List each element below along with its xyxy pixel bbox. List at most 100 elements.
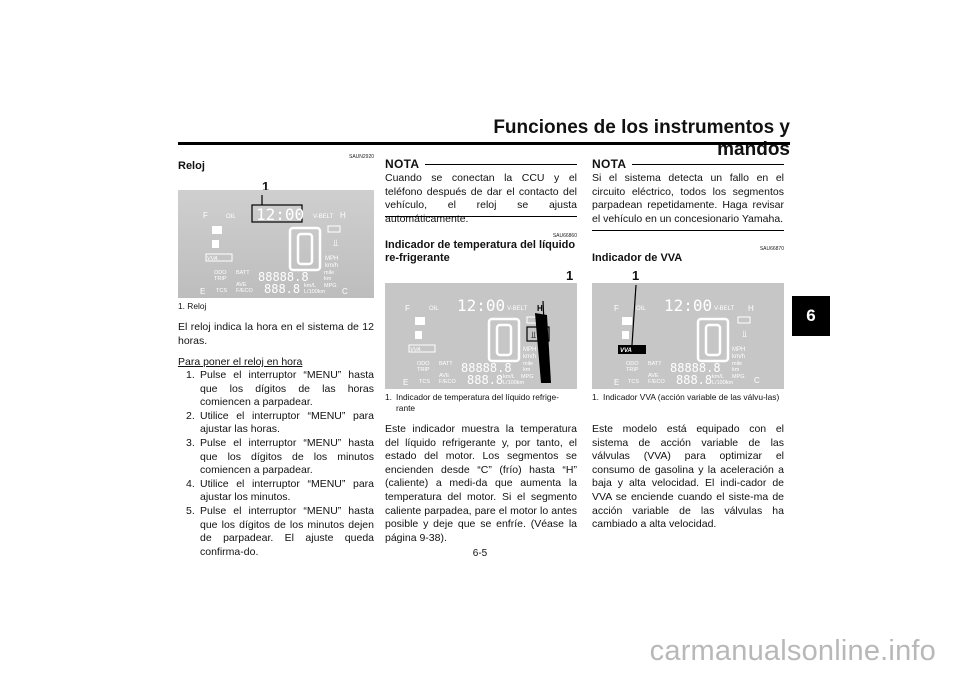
trip-label: TRIP	[214, 276, 227, 282]
nota-rule-bottom	[592, 230, 784, 231]
coolant-temp-icon: ⫫	[530, 330, 536, 340]
fuel-empty-label: E	[200, 287, 205, 296]
vva-indicator	[205, 253, 233, 262]
kmh-label: km/h	[732, 354, 745, 360]
vva-indicator	[408, 344, 436, 353]
fuel-empty-label: E	[403, 378, 408, 387]
mile-label: mile	[732, 361, 742, 367]
odo-label: ODO	[214, 270, 227, 276]
vva-indicator-label: VVA	[207, 256, 218, 262]
section-code: SAU66870	[759, 246, 784, 252]
economy-digits: 888.8	[264, 282, 300, 296]
mile-label: mile	[324, 270, 334, 276]
mpg-label: MPG	[521, 374, 534, 380]
coolant-highlight-box	[526, 326, 550, 342]
clock-digits: 12:00	[256, 205, 304, 224]
feco-label: F/ECO	[236, 288, 254, 294]
mph-label: MPH	[523, 347, 536, 353]
l100km-label: L/100km	[712, 380, 734, 386]
mph-label: MPH	[732, 347, 745, 353]
clock-digits: 12:00	[664, 296, 712, 315]
temp-hot-label: H	[537, 304, 543, 313]
fuel-pump-icon	[415, 331, 422, 339]
oil-label: OIL	[636, 306, 646, 312]
abs-icon	[212, 226, 222, 234]
km-label: km	[324, 276, 332, 282]
dashboard-figure-coolant: 12:00 F OIL V-BELT H ⫫ MPH km/h VVA ODO …	[385, 283, 577, 389]
kmh-label: km/h	[325, 263, 338, 269]
fuel-pump-icon	[212, 240, 219, 248]
list-item: 2.Utilice el interruptor “MENU” para aju…	[186, 409, 374, 436]
nota-rule-top	[632, 164, 784, 165]
nota-rule-bottom	[385, 216, 577, 217]
vva-indicator-label: VVA	[620, 348, 632, 354]
l100km-label: L/100km	[503, 380, 525, 386]
odo-label: ODO	[626, 361, 639, 367]
temp-cold-label: C	[754, 376, 760, 385]
kml-label: km/L	[503, 374, 515, 380]
vbelt-label: V-BELT	[714, 306, 735, 312]
clock-highlight-box	[251, 204, 303, 223]
trip-label: TRIP	[626, 367, 639, 373]
section-code: SAU66860	[552, 233, 577, 239]
fuel-full-label: F	[405, 304, 410, 313]
ave-label: AVE	[236, 282, 247, 288]
ave-label: AVE	[648, 373, 659, 379]
trip-label: TRIP	[417, 367, 430, 373]
dashboard-panel	[178, 190, 374, 298]
subheading-set-clock: Para poner el reloj en hora	[178, 356, 303, 368]
temp-cold-label: C	[342, 287, 348, 296]
nota-label-right: NOTA	[592, 157, 627, 171]
nota-text-middle: Cuando se conectan la CCU y el teléfono …	[385, 172, 577, 225]
feco-label: F/ECO	[439, 379, 457, 385]
vva-indicator-label: VVA	[410, 347, 421, 353]
list-item: 4.Utilice el interruptor “MENU” para aju…	[186, 477, 374, 504]
kml-label: km/L	[304, 283, 316, 289]
chapter-tab: 6	[792, 296, 830, 336]
page-number: 6-5	[472, 548, 488, 559]
abs-icon	[622, 317, 632, 325]
paragraph-coolant: Este indicador muestra la temperatura de…	[385, 423, 577, 544]
km-label: km	[732, 367, 740, 373]
oil-label: OIL	[429, 306, 439, 312]
vva-indicator-lit	[618, 345, 646, 354]
callout-leader-line	[542, 300, 546, 346]
coolant-temp-bar	[535, 313, 551, 383]
speed-digit-inner	[704, 323, 722, 357]
nota-label-middle: NOTA	[385, 157, 420, 171]
fuel-full-label: F	[614, 304, 619, 313]
section-heading-reloj: Reloj	[178, 160, 205, 172]
list-item: 1.Pulse el interruptor “MENU” hasta que …	[186, 369, 374, 409]
batt-label: BATT	[648, 361, 662, 367]
batt-label: BATT	[439, 361, 453, 367]
header-rule	[178, 142, 790, 145]
speed-digit-outline	[288, 226, 322, 272]
abs-icon	[415, 317, 425, 325]
nota-text-right: Si el sistema detecta un fallo en el cir…	[592, 172, 784, 225]
dashboard-figure-clock: 12:00 F OIL V-BELT H ⫫ MPH km/h VVA ODO …	[178, 190, 374, 298]
figure-caption-reloj: 1. Reloj	[178, 301, 207, 311]
clock-digits: 12:00	[457, 296, 505, 315]
economy-digits: 888.8	[676, 373, 712, 387]
watermark-text: carmanualsonline.info	[649, 635, 936, 667]
economy-digits: 888.8	[467, 373, 503, 387]
battery-icon	[737, 316, 751, 324]
figure-callout-number: 1	[632, 268, 640, 283]
mph-label: MPH	[325, 256, 338, 262]
figure-caption-coolant: 1. Indicador de temperatura del líquido …	[385, 392, 559, 413]
odometer-digits: 88888.8	[670, 361, 721, 375]
batt-label: BATT	[236, 270, 250, 276]
odometer-digits: 88888.8	[461, 361, 512, 375]
l100km-label: L/100km	[304, 289, 326, 295]
coolant-temp-icon: ⫫	[741, 329, 747, 339]
figure-caption-vva: 1. Indicador VVA (acción variable de las…	[592, 392, 780, 402]
callout-leader-line	[631, 284, 637, 346]
section-heading-vva: Indicador de VVA	[592, 252, 683, 264]
fuel-empty-label: E	[614, 378, 619, 387]
feco-label: F/ECO	[648, 379, 666, 385]
steps-list: 1.Pulse el interruptor “MENU” hasta que …	[186, 369, 374, 559]
temp-cold-label: C	[541, 376, 547, 385]
paragraph-reloj: El reloj indica la hora en el sistema de…	[178, 321, 374, 347]
list-item: 5.Pulse el interruptor “MENU” hasta que …	[186, 504, 374, 558]
temp-hot-label: H	[748, 304, 754, 313]
